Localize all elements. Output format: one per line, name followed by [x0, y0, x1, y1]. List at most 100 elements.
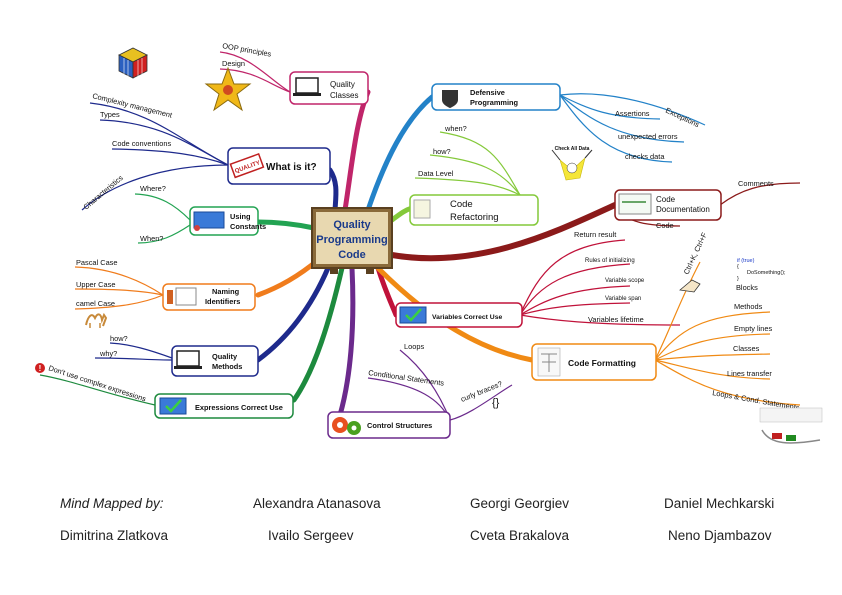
branch-naming-identifiers — [255, 257, 321, 298]
mind-mapped-by-label: Mind Mapped by: — [60, 496, 164, 511]
expressions-correct-use-label: Expressions Correct Use — [195, 403, 283, 412]
center-node[interactable]: Quality Programming Code — [311, 207, 393, 274]
topic-naming-identifiers[interactable]: Naming Identifiers — [162, 283, 256, 311]
comments-label: Comments — [738, 179, 774, 188]
figure-icon-formatting — [537, 347, 561, 377]
laptop-icon-methods — [176, 350, 200, 367]
branch-what-is-it — [327, 167, 339, 213]
code-snippet: if (true) { DoSomething(); } — [737, 258, 786, 282]
control-structures-label: Control Structures — [367, 421, 432, 430]
design-label: Design — [222, 59, 245, 68]
warning-icon: ! — [35, 363, 45, 373]
svg-text:!: ! — [39, 364, 42, 373]
branch-formatting — [375, 265, 535, 363]
exceptions-label: Exceptions — [664, 106, 701, 130]
quality-methods-label-2: Methods — [212, 362, 242, 371]
branch-refactoring — [389, 205, 415, 223]
branch-defensive — [365, 94, 435, 213]
camel-case-label: camel Case — [76, 299, 115, 308]
topic-quality-classes[interactable]: Quality Classes — [289, 71, 369, 105]
credits: Mind Mapped by: Alexandra Atanasova Geor… — [0, 486, 842, 556]
code-snippet-line-3: DoSomething(); — [747, 270, 786, 276]
branch-variables — [375, 265, 399, 318]
methods-label: Methods — [734, 302, 763, 311]
ctrl-k-ctrl-f-label: Ctrl+K, Ctrl+F — [682, 231, 709, 276]
branch-control-structures — [337, 265, 356, 418]
topic-expressions-correct-use[interactable]: Expressions Correct Use — [154, 393, 294, 419]
train-illustration — [759, 407, 823, 444]
laptop-icon — [295, 77, 319, 94]
document-thumbnail-icon — [618, 193, 652, 215]
code-snippet-line-4: } — [737, 276, 739, 282]
variable-scope-label: Variable scope — [605, 278, 645, 284]
what-is-it-label: What is it? — [266, 162, 317, 173]
author-name: Cveta Brakalova — [470, 528, 570, 543]
topic-variables-correct-use[interactable]: Variables Correct Use — [395, 302, 523, 328]
code-conventions-label: Code conventions — [112, 139, 171, 148]
screen-check-icon — [159, 397, 187, 415]
quality-classes-label-1: Quality — [330, 80, 355, 89]
code-snippet-line-1: if (true) — [737, 258, 755, 264]
oop-principles-label: OOP principles — [222, 41, 273, 59]
quality-methods-label-1: Quality — [212, 352, 238, 361]
variable-span-label: Variable span — [605, 296, 641, 302]
center-title-line1: Quality — [333, 219, 371, 231]
topic-defensive-programming[interactable]: Defensive Programming — [431, 83, 561, 111]
center-title-line2: Programming — [316, 234, 388, 246]
topic-quality-methods[interactable]: Quality Methods — [171, 345, 259, 377]
dont-use-complex-expressions-label: Don't use complex expressions — [47, 363, 147, 403]
loops-label: Loops — [404, 342, 424, 351]
defensive-programming-label-2: Programming — [470, 98, 519, 107]
upper-case-label: Upper Case — [76, 280, 115, 289]
return-result-label: Return result — [574, 230, 616, 239]
types-label: Types — [100, 110, 120, 119]
author-name: Neno Djambazov — [668, 528, 772, 543]
quality-classes-label-2: Classes — [330, 91, 358, 100]
branches — [255, 89, 618, 418]
refactoring-icon — [413, 199, 431, 219]
blocks-label: Blocks — [736, 283, 758, 292]
characteristics-label: Characteristics — [82, 173, 125, 212]
shield-icon — [442, 90, 458, 108]
gold-star-icon — [204, 66, 252, 112]
center-title-line3: Code — [338, 249, 366, 261]
check-all-data-text: Check All Data — [555, 146, 590, 152]
topic-code-formatting[interactable]: Code Formatting — [531, 343, 657, 381]
topic-code-documentation[interactable]: Code Documentation — [614, 189, 722, 221]
quality-stamp-icon: QUALITY — [229, 152, 265, 179]
check-all-data-cartoon: Check All Data — [551, 146, 593, 181]
branch-using-constants — [255, 219, 317, 231]
assertions-label: Assertions — [615, 109, 650, 118]
author-name: Dimitrina Zlatkova — [60, 528, 169, 543]
hand-icon — [679, 279, 701, 293]
unexpected-errors-label: unexpected errors — [618, 132, 678, 141]
author-name: Georgi Georgiev — [470, 496, 570, 511]
topic-what-is-it[interactable]: QUALITY What is it? — [227, 147, 331, 185]
author-name: Daniel Mechkarski — [664, 496, 775, 511]
topic-code-refactoring[interactable]: Code Refactoring — [409, 194, 539, 226]
defensive-programming-label-1: Defensive — [470, 88, 505, 97]
code-snippet-line-2: { — [737, 264, 739, 270]
code-label: Code — [656, 221, 674, 230]
why-label: why? — [99, 349, 117, 358]
classes-label: Classes — [733, 344, 760, 353]
figure-icon — [167, 290, 173, 304]
code-refactoring-label-2: Refactoring — [450, 212, 499, 223]
naming-identifiers-label-1: Naming — [212, 287, 240, 296]
where-label: Where? — [140, 184, 166, 193]
topic-control-structures[interactable]: Control Structures — [327, 411, 451, 439]
code-formatting-label: Code Formatting — [568, 358, 636, 368]
code-documentation-label-2: Documentation — [656, 205, 710, 214]
author-name: Alexandra Atanasova — [253, 496, 381, 511]
rules-of-initializing-label: Rules of initializing — [585, 258, 635, 264]
code-documentation-label-1: Code — [656, 195, 676, 204]
data-level-label: Data Level — [418, 169, 454, 178]
variables-lifetime-label: Variables lifetime — [588, 315, 644, 324]
gears-icon — [332, 417, 361, 435]
screen-icon — [193, 211, 225, 229]
variables-correct-use-label: Variables Correct Use — [432, 314, 502, 321]
branch-quality-classes — [342, 89, 371, 213]
topic-using-constants[interactable]: Using Constants — [189, 206, 266, 236]
using-constants-label-1: Using — [230, 212, 251, 221]
